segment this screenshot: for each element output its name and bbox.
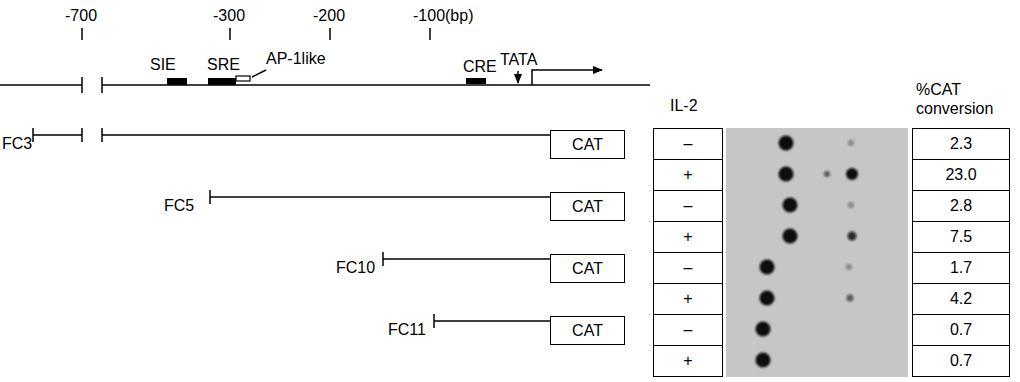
spot <box>760 260 775 275</box>
element-label: AP-1like <box>266 49 326 68</box>
conversion-value-box: 2.8 <box>912 190 1010 222</box>
element-label: SRE <box>207 55 240 74</box>
tlc-panel <box>726 128 908 377</box>
construct-name: FC3 <box>2 134 32 153</box>
cat-box: CAT <box>550 130 625 159</box>
sie-element <box>167 78 187 85</box>
il2-condition-box: + <box>653 221 723 253</box>
scale-tick <box>81 28 83 40</box>
element-label: SIE <box>150 55 176 74</box>
construct-line <box>210 196 550 198</box>
il2-condition-box: + <box>653 159 723 191</box>
box-text: 4.2 <box>950 290 972 308</box>
il2-condition-box: – <box>653 252 723 284</box>
il2-condition-box: – <box>653 190 723 222</box>
conversion-value-box: 0.7 <box>912 314 1010 346</box>
construct-line <box>383 258 550 260</box>
construct-name: FC5 <box>164 196 194 215</box>
cat-box: CAT <box>550 316 625 345</box>
break-bar <box>81 77 83 93</box>
spot <box>783 229 798 244</box>
il2-condition-box: + <box>653 283 723 315</box>
box-text: + <box>683 166 692 184</box>
scale-tick <box>229 28 231 40</box>
spot <box>756 322 771 337</box>
construct-name: FC11 <box>388 320 426 339</box>
spot <box>783 198 798 213</box>
box-text: 2.3 <box>950 135 972 153</box>
element-label: TATA <box>500 50 537 69</box>
scale-label: -100(bp) <box>413 6 473 25</box>
cre-element <box>466 78 486 84</box>
break-bar <box>81 128 83 142</box>
spot <box>756 353 771 368</box>
conversion-value-box: 7.5 <box>912 221 1010 253</box>
element-label: CRE <box>463 57 497 76</box>
construct-end <box>32 128 34 142</box>
box-text: + <box>683 228 692 246</box>
box-text: + <box>683 290 692 308</box>
spot <box>779 167 794 182</box>
spot <box>846 264 852 270</box>
conversion-value-box: 2.3 <box>912 128 1010 160</box>
box-text: 0.7 <box>950 352 972 370</box>
il2-condition-box: – <box>653 128 723 160</box>
tata-arrow <box>517 71 519 83</box>
box-text: – <box>684 321 693 339</box>
column-header: %CAT conversion <box>916 80 1016 118</box>
il2-condition-box: – <box>653 314 723 346</box>
conversion-value-box: 1.7 <box>912 252 1010 284</box>
spot <box>848 140 854 146</box>
conversion-value-box: 0.7 <box>912 345 1010 377</box>
box-text: 2.8 <box>950 197 972 215</box>
start-arrow <box>532 70 602 85</box>
spot <box>779 136 794 151</box>
construct-line <box>33 134 82 136</box>
spot <box>847 295 854 302</box>
box-text: – <box>684 259 693 277</box>
scale-label: -700 <box>65 6 97 25</box>
promoter-line <box>0 84 82 86</box>
spot <box>848 232 857 241</box>
scale-label: -300 <box>213 6 245 25</box>
box-text: – <box>684 197 693 215</box>
conversion-value-box: 4.2 <box>912 283 1010 315</box>
spot <box>760 291 775 306</box>
spot <box>846 168 858 180</box>
scale-tick <box>329 28 331 40</box>
sre-element <box>208 78 236 85</box>
box-text: 23.0 <box>945 166 976 184</box>
box-text: CAT <box>572 260 603 278</box>
box-text: 1.7 <box>950 259 972 277</box>
box-text: CAT <box>572 198 603 216</box>
scale-label: -200 <box>313 6 345 25</box>
box-text: 0.7 <box>950 321 972 339</box>
ap1-element <box>236 76 250 81</box>
box-text: CAT <box>572 322 603 340</box>
il2-condition-box: + <box>653 345 723 377</box>
column-header: IL-2 <box>670 96 698 115</box>
cat-box: CAT <box>550 254 625 283</box>
leader-line <box>252 70 266 77</box>
box-text: 7.5 <box>950 228 972 246</box>
construct-name: FC10 <box>336 258 375 277</box>
cat-box: CAT <box>550 192 625 221</box>
box-text: + <box>683 352 692 370</box>
box-text: CAT <box>572 136 603 154</box>
box-text: – <box>684 135 693 153</box>
spot <box>848 202 854 208</box>
construct-line <box>102 134 550 136</box>
construct-line <box>434 320 550 322</box>
conversion-value-box: 23.0 <box>912 159 1010 191</box>
spot <box>824 171 830 177</box>
scale-tick <box>429 28 431 40</box>
